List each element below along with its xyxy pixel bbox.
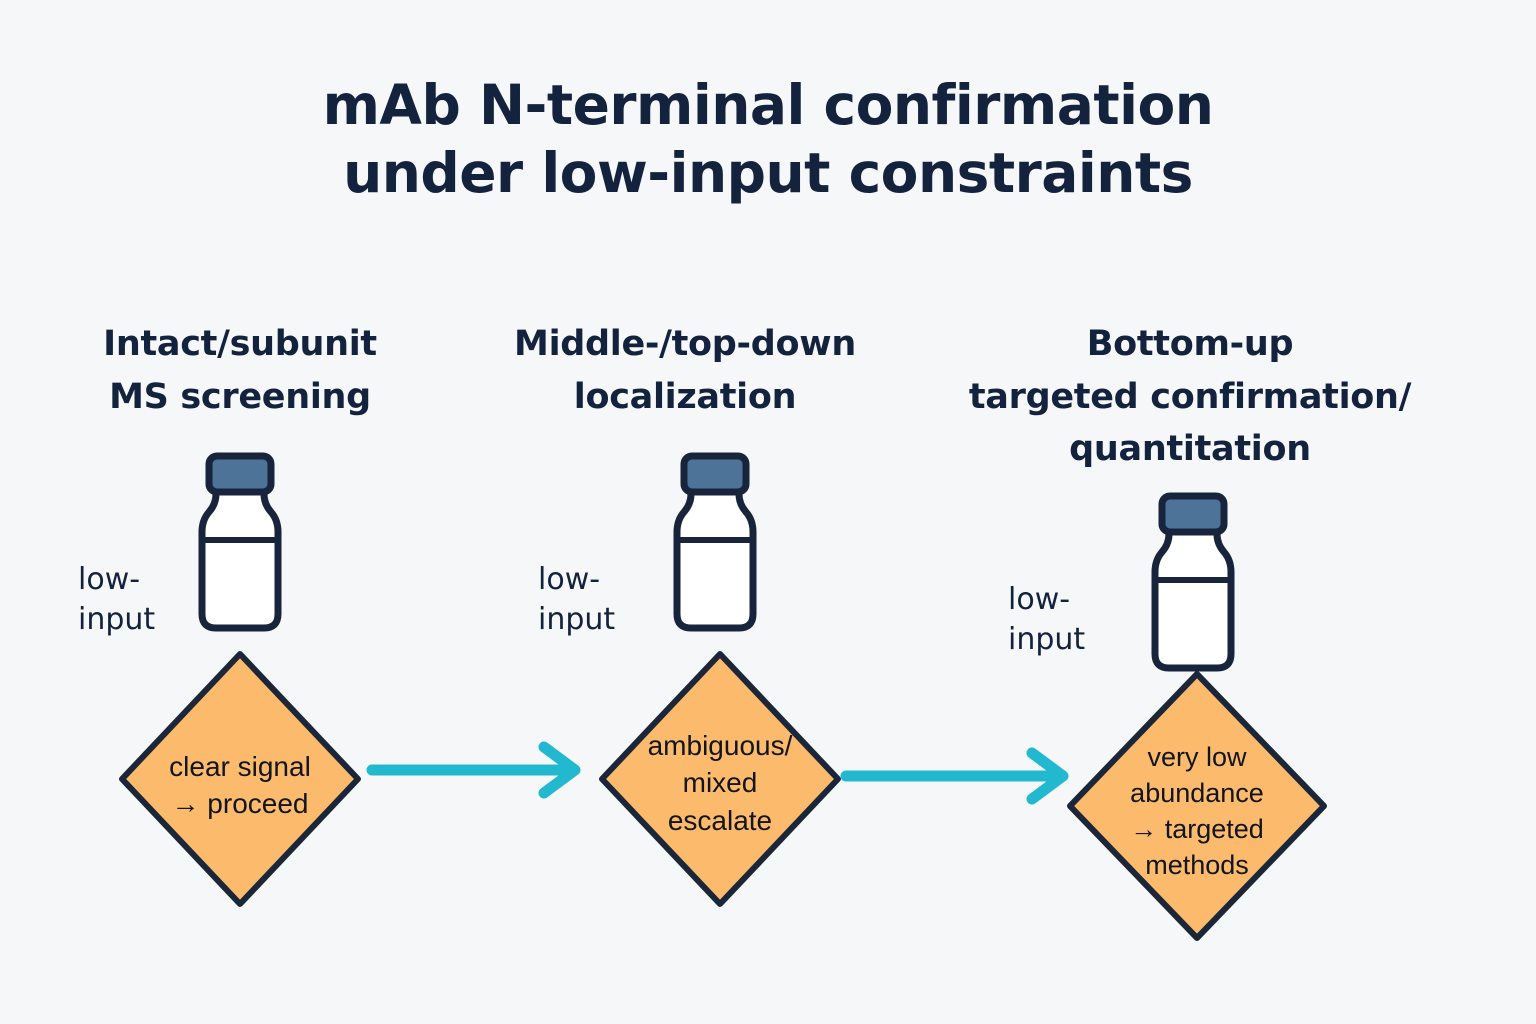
column-header-line: MS screening (109, 376, 371, 417)
column-header-line: Bottom-up (1086, 324, 1294, 364)
page-title-line-1: mAb N-terminal confirmation (322, 73, 1214, 137)
column-header-line: targeted confirmation/ (968, 376, 1412, 417)
low-input-label: low- input (78, 560, 198, 640)
column-header-line: Middle-/top-down (514, 324, 856, 364)
vial-icon (667, 452, 763, 638)
column-header-bottom-up: Bottom-up targeted confirmation/ quantit… (930, 318, 1450, 476)
low-input-label-line: input (78, 601, 156, 637)
page-title-line-2: under low-input constraints (343, 140, 1193, 205)
low-input-label-line: input (538, 601, 616, 637)
column-header-line: localization (573, 376, 797, 417)
low-input-label: low- input (538, 560, 658, 640)
column-header-middle-top-down: Middle-/top-down localization (490, 318, 880, 423)
column-header-line: quantitation (1069, 429, 1311, 469)
vial-icon (1145, 492, 1241, 678)
decision-diamond-very-low-abundance[interactable]: very low abundance → targeted methods (1066, 670, 1328, 942)
low-input-label-line: low- (78, 562, 141, 597)
column-header-intact-subunit: Intact/subunit MS screening (45, 318, 435, 423)
decision-diamond-clear-signal[interactable]: clear signal → proceed (118, 650, 362, 908)
vial-icon (192, 452, 288, 638)
column-header-line: Intact/subunit (103, 324, 377, 364)
page-title: mAb N-terminal confirmation under low-in… (0, 72, 1536, 207)
low-input-label-line: low- (1008, 582, 1071, 617)
connector-arrow-1 (366, 741, 584, 799)
low-input-label-line: input (1008, 621, 1086, 657)
connector-arrow-2 (840, 747, 1072, 805)
decision-diamond-ambiguous-mixed[interactable]: ambiguous/ mixed escalate (598, 650, 842, 908)
low-input-label: low- input (1008, 580, 1128, 660)
low-input-label-line: low- (538, 562, 601, 597)
